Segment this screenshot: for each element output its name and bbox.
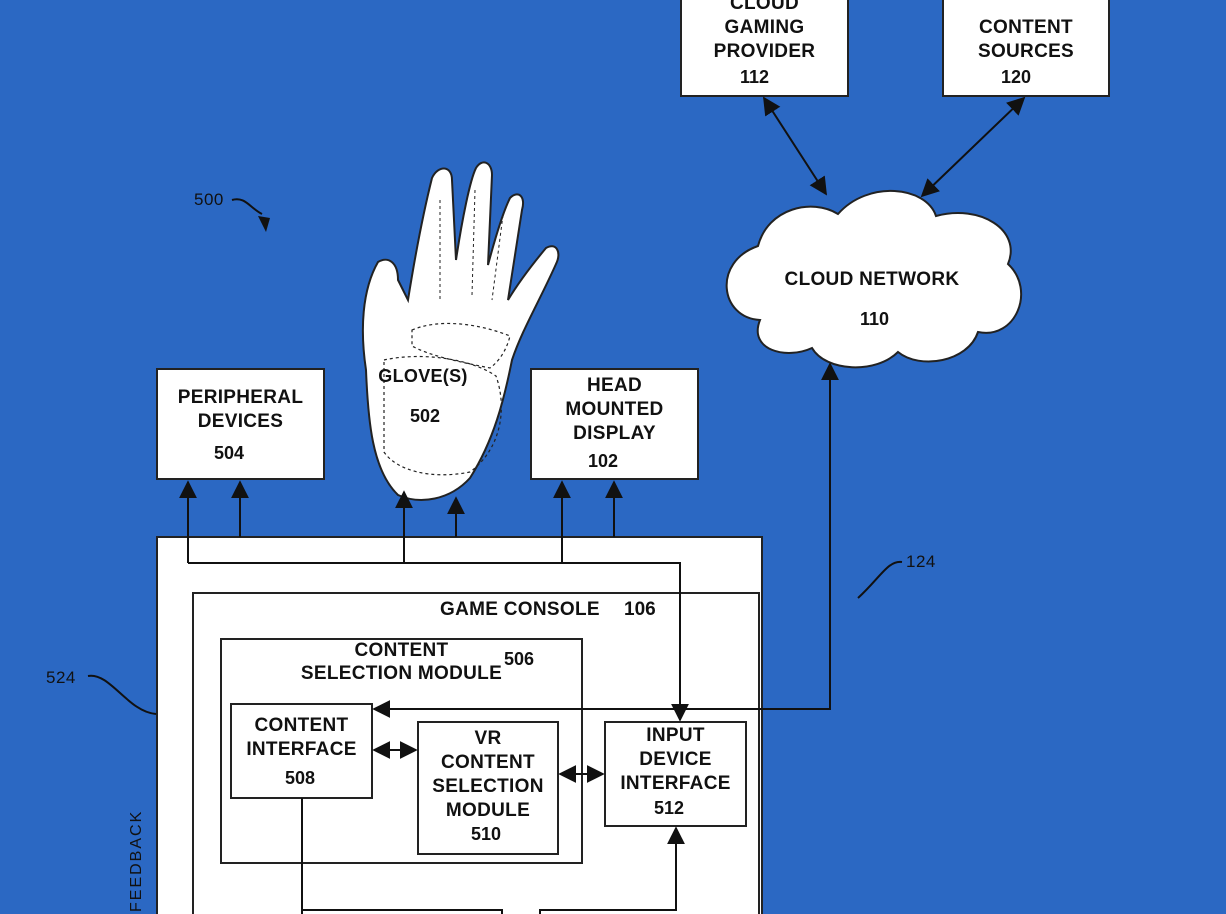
input-device-interface-number: 512 <box>654 798 685 818</box>
game-console-label: GAME CONSOLE <box>440 599 600 620</box>
head-mounted-display-number: 102 <box>588 451 619 471</box>
input-device-interface-box <box>604 721 747 827</box>
content-sources-label: CONTENT SOURCES <box>977 17 1075 62</box>
arrow-sources-cloud <box>920 96 1026 198</box>
feedback-ref-524: 524 <box>46 668 76 687</box>
cloud-gaming-provider-number: 112 <box>740 67 770 87</box>
cloud-network-label: CLOUD NETWORK <box>784 269 960 290</box>
figure-ref-500: 500 <box>194 190 224 209</box>
content-sources-number: 120 <box>1001 67 1032 87</box>
head-mounted-display-label: HEAD MOUNTED DISPLAY <box>565 375 664 444</box>
link-ref-124: 124 <box>906 552 936 571</box>
peripheral-devices-number: 504 <box>214 443 245 463</box>
content-interface-number: 508 <box>285 768 316 788</box>
peripheral-devices-box <box>156 368 325 480</box>
content-selection-module-label: CONTENT SELECTION MODULE <box>300 640 503 684</box>
cloud-gaming-provider-box <box>680 0 849 97</box>
gloves-number: 502 <box>410 406 441 426</box>
content-interface-label: CONTENT INTERFACE <box>246 715 357 760</box>
content-sources-box <box>942 0 1110 97</box>
content-selection-module-number: 506 <box>504 649 535 669</box>
vr-content-selection-module-label: VR CONTENT SELECTION MODULE <box>432 728 544 821</box>
arrow-provider-cloud <box>763 96 827 196</box>
cloud-network-shape <box>725 190 1023 369</box>
vr-content-selection-module-number: 510 <box>471 824 502 844</box>
feedback-label: FEEDBACK <box>128 809 145 912</box>
vr-content-selection-module-box <box>417 721 559 855</box>
game-console-number: 106 <box>624 599 656 620</box>
glove-shape <box>361 161 560 501</box>
link-124 <box>372 362 839 718</box>
gloves-label: GLOVE(S) <box>378 366 468 386</box>
cloud-network-number: 110 <box>860 309 890 329</box>
content-interface-box <box>230 703 373 799</box>
cloud-gaming-provider-label: CLOUD GAMING PROVIDER <box>713 0 816 62</box>
peripheral-devices-label: PERIPHERAL DEVICES <box>177 387 304 432</box>
input-device-interface-label: INPUT DEVICE INTERFACE <box>620 725 731 794</box>
